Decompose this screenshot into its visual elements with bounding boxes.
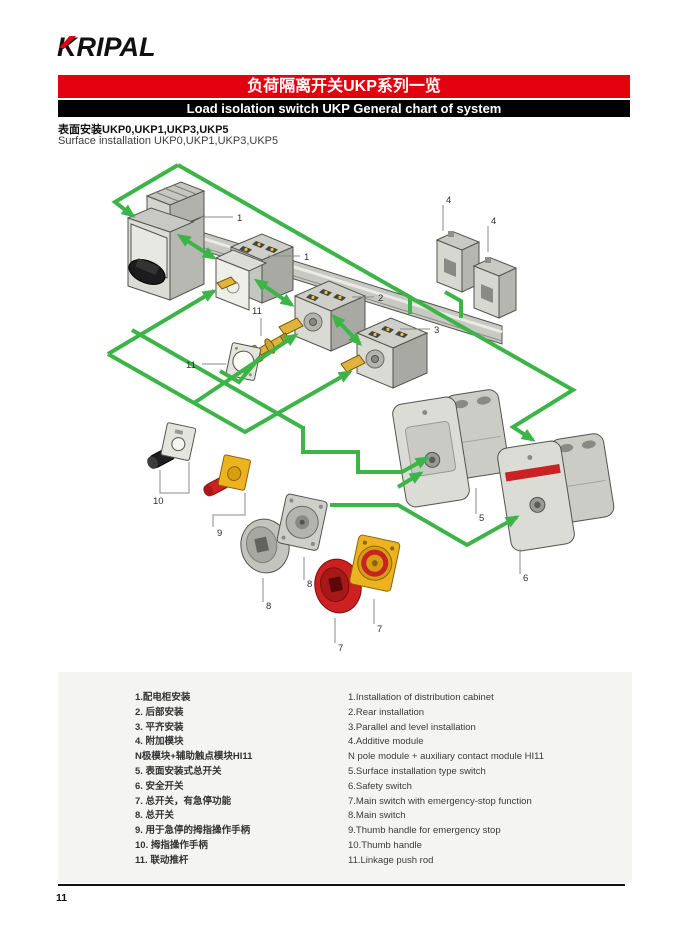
legend-item: 1.Installation of distribution cabinet (348, 692, 494, 703)
brand-logo: KRIPAL (57, 33, 257, 63)
title-banner-zh: 负荷隔离开关UKP系列一览 (58, 75, 630, 98)
exploded-assembly-diagram: 1 1 2 3 4 4 5 6 7 7 8 8 9 10 11 11 (106, 163, 615, 654)
legend-item: 10.Thumb handle (348, 839, 422, 851)
component-additive-module-2 (473, 256, 517, 319)
subtitle-zh: 表面安装UKP0,UKP1,UKP3,UKP5 (58, 124, 229, 136)
legend-item: 7.Main switch with emergency-stop functi… (348, 795, 532, 807)
component-square-handle-7 (349, 534, 401, 592)
component-enclosure-5 (392, 389, 510, 508)
callout-5: 5 (479, 513, 484, 524)
legend-column-en: 1.Installation of distribution cabinet 2… (348, 691, 618, 869)
component-round-handle-7 (314, 558, 362, 614)
callout-6: 6 (523, 573, 528, 584)
legend-item: 5.Surface installation type switch (348, 765, 486, 777)
callout-3: 3 (434, 325, 439, 336)
legend-item: N pole module + auxiliary contact module… (348, 751, 544, 763)
callout-7a: 7 (338, 643, 343, 654)
legend-item: N极模块+辅助触点模块HI11 (135, 751, 253, 763)
callout-4a: 4 (446, 195, 451, 206)
legend-item: 8.Main switch (348, 810, 406, 822)
legend-item: 5. 表面安装式总开关 (135, 765, 222, 777)
legend-item: 11. 联动推杆 (135, 854, 189, 866)
legend-item: 10. 拇指操作手柄 (135, 839, 208, 851)
legend-item: 2.Rear installation (348, 706, 425, 718)
legend-item: 4.Additive module (348, 736, 424, 748)
callout-4b: 4 (491, 216, 496, 227)
callout-11a: 11 (252, 306, 262, 317)
brand-logo-text: KRIPAL (57, 32, 156, 62)
legend-item: 4. 附加模块 (135, 736, 184, 748)
callout-1b: 1 (304, 252, 309, 263)
subtitle-en: Surface installation UKP0,UKP1,UKP3,UKP5 (58, 135, 279, 147)
footer-rule (58, 884, 625, 886)
page-number: 11 (56, 892, 68, 904)
component-round-handle-8 (240, 518, 290, 574)
legend-column-zh: 1.配电柜安装 2. 后部安装 3. 平齐安装 4. 附加模块 N极模块+辅助触… (135, 691, 335, 869)
callout-9: 9 (217, 528, 222, 539)
component-enclosure-6 (497, 433, 615, 552)
legend-item: 2. 后部安装 (135, 706, 184, 718)
callout-10: 10 (153, 496, 164, 507)
component-plate-10 (160, 422, 197, 461)
callout-1a: 1 (237, 213, 242, 224)
component-switch-2 (278, 280, 367, 352)
callout-numbers: 1 1 2 3 4 4 5 6 7 7 8 8 9 10 11 11 (153, 195, 528, 654)
title-banner-en: Load isolation switch UKP General chart … (58, 100, 630, 117)
legend-item: 8. 总开关 (135, 810, 175, 822)
legend-item: 3.Parallel and level installation (348, 721, 476, 733)
callout-11b: 11 (186, 360, 196, 371)
callout-leaders (159, 205, 521, 643)
callout-8b: 8 (307, 579, 312, 590)
legend-item: 11.Linkage push rod (348, 854, 434, 866)
component-main-switch-unit (126, 181, 206, 301)
legend-item: 7. 总开关，有急停功能 (135, 795, 232, 807)
legend-item: 6. 安全开关 (135, 780, 184, 792)
legend-item: 9.Thumb handle for emergency stop (348, 825, 501, 837)
callout-2: 2 (378, 293, 383, 304)
component-plate-9 (217, 454, 251, 491)
legend-item: 9. 用于急停的拇指操作手柄 (135, 825, 251, 837)
component-additive-module (435, 231, 481, 293)
callout-8a: 8 (266, 601, 271, 612)
component-plate-handle-8 (276, 493, 328, 551)
legend-item: 1.配电柜安装 (135, 692, 191, 703)
legend-item: 3. 平齐安装 (135, 721, 184, 733)
legend-item: 6.Safety switch (348, 780, 412, 792)
legend-panel: 1.配电柜安装 2. 后部安装 3. 平齐安装 4. 附加模块 N极模块+辅助触… (58, 672, 632, 883)
assembly-arrows (106, 163, 577, 548)
callout-7b: 7 (377, 624, 382, 635)
